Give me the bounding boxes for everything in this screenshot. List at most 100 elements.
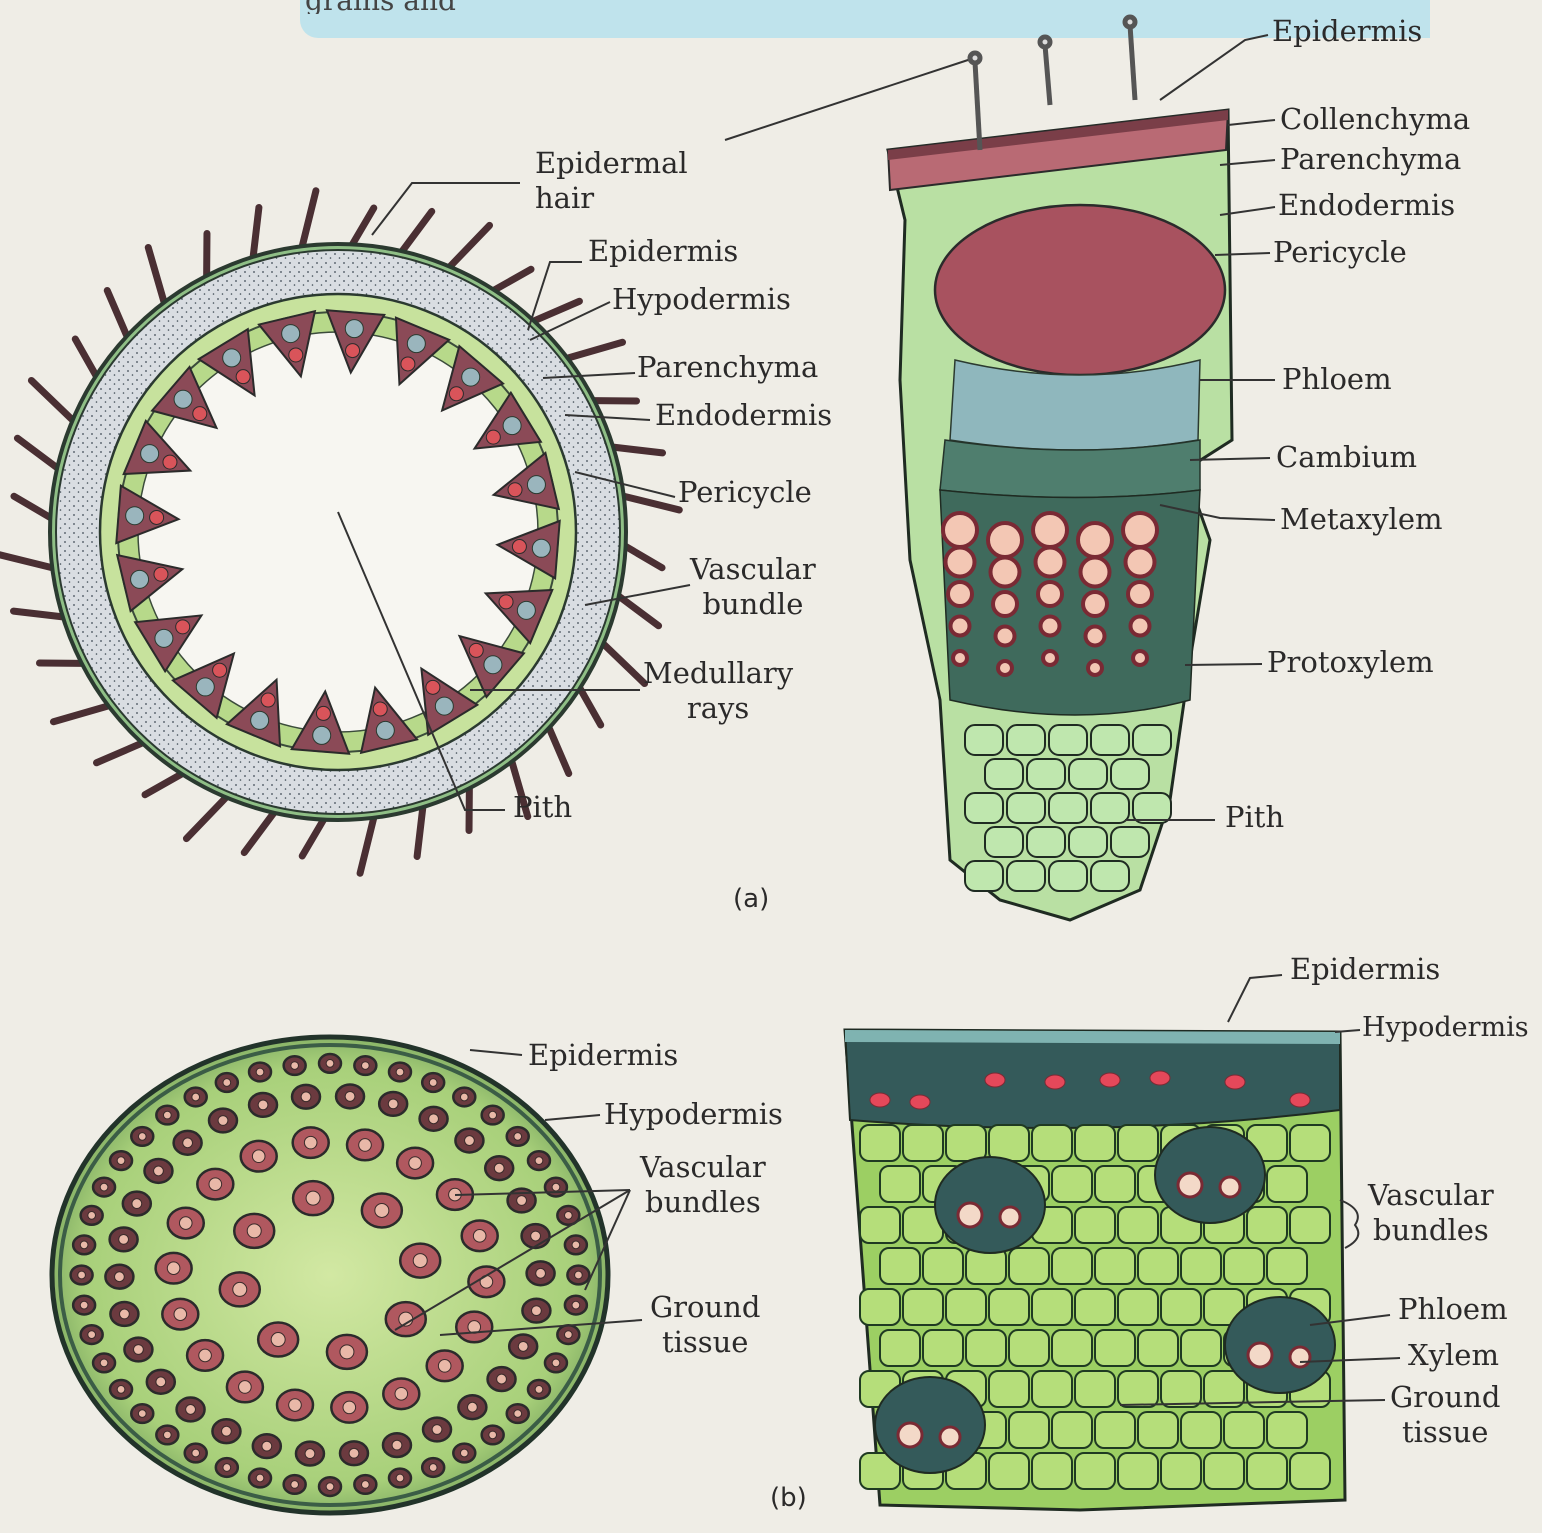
xylem-vessel xyxy=(1000,1207,1020,1227)
label-sector-b-ground-tissue: Ground tissue xyxy=(1390,1380,1500,1450)
xylem-vessel xyxy=(304,1136,317,1149)
epidermal-hair xyxy=(14,496,50,517)
xylem-vessel xyxy=(233,1282,247,1296)
ground-tissue-cell xyxy=(880,1248,920,1284)
parenchyma-cell xyxy=(1091,861,1129,891)
parenchyma-cell xyxy=(985,827,1023,857)
ground-tissue-cell xyxy=(1009,1330,1049,1366)
xylem-vessel xyxy=(167,1262,180,1275)
xylem-vessel xyxy=(552,1359,560,1367)
ground-tissue-cell xyxy=(1032,1125,1072,1161)
ground-tissue-cell xyxy=(1075,1125,1115,1161)
xylem-vessel xyxy=(940,1427,960,1447)
monocot-epidermis-band xyxy=(845,1030,1340,1044)
xylem-vessel xyxy=(80,1241,88,1249)
parenchyma-cell xyxy=(965,861,1003,891)
ground-tissue-cell xyxy=(1267,1166,1307,1202)
xylem-vessel xyxy=(489,1431,497,1439)
xylem-vessel xyxy=(1033,513,1067,547)
ground-tissue-cell xyxy=(880,1330,920,1366)
xylem-vessel xyxy=(138,1133,146,1141)
label-vascular-bundle-line1: Vascular xyxy=(690,552,816,587)
phloem-patch xyxy=(251,711,269,729)
xylem-vessel xyxy=(156,1377,166,1387)
parenchyma-cell xyxy=(1049,725,1087,755)
ground-tissue-cell xyxy=(1118,1453,1158,1489)
label-vascular-bundles-b-line2: bundles xyxy=(640,1185,766,1220)
xylem-vessel xyxy=(256,1068,264,1076)
ground-tissue-cell xyxy=(1009,1248,1049,1284)
parenchyma-cell xyxy=(1007,793,1045,823)
ground-tissue-cell xyxy=(1095,1412,1135,1448)
ground-tissue-cell xyxy=(1095,1166,1135,1202)
xylem-vessel xyxy=(429,1114,439,1124)
ground-tissue-cell xyxy=(1095,1330,1135,1366)
xylem-vessel xyxy=(572,1241,580,1249)
phloem-patch xyxy=(155,629,173,647)
ground-tissue-cell xyxy=(1204,1453,1244,1489)
label-pith-a: Pith xyxy=(513,790,572,825)
parenchyma-cell xyxy=(1027,827,1065,857)
phloem-patch xyxy=(313,726,331,744)
ground-tissue-cell xyxy=(1138,1412,1178,1448)
vascular-bundle xyxy=(935,1157,1045,1253)
xylem-vessel xyxy=(1036,548,1065,577)
xylem-patch xyxy=(213,663,227,677)
ground-tissue-cell xyxy=(860,1125,900,1161)
xylem-vessel xyxy=(388,1099,398,1109)
xylem-vessel xyxy=(199,1349,212,1362)
monocot-epidermis xyxy=(52,1037,608,1513)
vascular-bundle xyxy=(1225,1297,1335,1393)
sclerenchyma-patch xyxy=(1100,1073,1120,1087)
epidermal-hair xyxy=(75,339,96,376)
xylem-vessel xyxy=(1088,661,1102,675)
xylem-vessel xyxy=(1220,1177,1240,1197)
xylem-patch xyxy=(236,370,250,384)
xylem-vessel xyxy=(396,1474,404,1482)
parenchyma-cell xyxy=(965,793,1003,823)
ground-tissue-cell xyxy=(1009,1412,1049,1448)
epidermal-hair xyxy=(352,208,373,244)
xylem-vessel xyxy=(489,1111,497,1119)
ground-tissue-cell xyxy=(1095,1248,1135,1284)
xylem-vessel xyxy=(531,1231,541,1241)
label-pericycle-a: Pericycle xyxy=(678,475,812,510)
epidermal-hair xyxy=(253,207,259,256)
xylem-patch xyxy=(193,407,207,421)
xylem-vessel xyxy=(252,1150,265,1163)
ground-tissue-cell xyxy=(1290,1125,1330,1161)
label-hypodermis-a: Hypodermis xyxy=(612,282,791,317)
xylem-patch xyxy=(261,693,275,707)
ground-tissue-cell xyxy=(1138,1248,1178,1284)
parenchyma-cell xyxy=(1091,793,1129,823)
ground-tissue-cell xyxy=(1224,1412,1264,1448)
label-vascular-bundles-b-line1: Vascular xyxy=(640,1150,766,1185)
xylem-vessel xyxy=(1123,513,1157,547)
ground-tissue-cell xyxy=(860,1207,900,1243)
xylem-vessel xyxy=(497,1374,507,1384)
xylem-vessel xyxy=(88,1331,96,1339)
label-sector-epidermis: Epidermis xyxy=(1272,14,1422,49)
ground-tissue-cell xyxy=(1032,1371,1072,1407)
ground-tissue-cell xyxy=(1161,1371,1201,1407)
xylem-vessel xyxy=(535,1157,543,1165)
xylem-vessel xyxy=(951,617,970,636)
label-vascular-bundle: Vascular bundle xyxy=(690,552,816,622)
xylem-vessel xyxy=(898,1423,922,1447)
label-medullary-rays-line2: rays xyxy=(643,691,793,726)
xylem-vessel xyxy=(514,1133,522,1141)
ground-tissue-cell xyxy=(1290,1453,1330,1489)
epidermal-hair xyxy=(613,447,662,453)
ground-tissue-cell xyxy=(1118,1289,1158,1325)
label-medullary-rays: Medullary rays xyxy=(643,656,793,726)
sclerenchyma-patch xyxy=(1045,1075,1065,1089)
xylem-vessel xyxy=(174,1308,187,1321)
ground-tissue-cell xyxy=(1181,1248,1221,1284)
label-sector-b-vascular-bundles-line2: bundles xyxy=(1368,1213,1494,1248)
ground-tissue-cell xyxy=(903,1125,943,1161)
xylem-vessel xyxy=(432,1425,442,1435)
label-epidermal-hair-line1: Epidermal xyxy=(535,146,688,181)
label-sector-b-xylem: Xylem xyxy=(1408,1338,1499,1373)
parenchyma-cell xyxy=(985,759,1023,789)
